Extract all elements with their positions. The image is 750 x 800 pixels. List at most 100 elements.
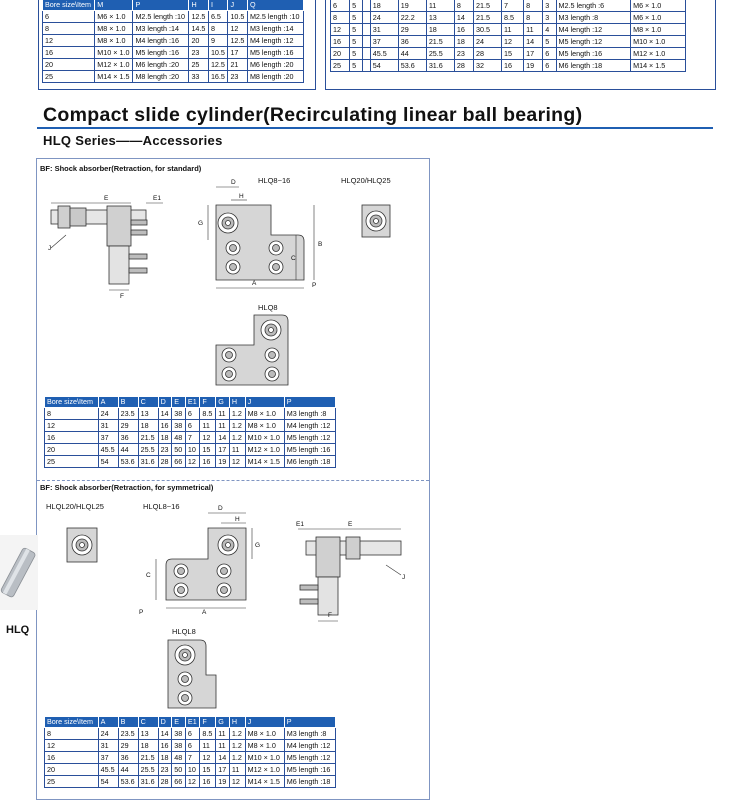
- table-cell: 8: [41, 22, 96, 35]
- table-cell: 21.5: [472, 11, 503, 24]
- table-cell: 16: [453, 23, 474, 36]
- table-cell: 14.5: [188, 22, 209, 35]
- table-cell: M12 × 1.0: [630, 47, 686, 60]
- table-cell: 11: [523, 23, 544, 36]
- table-cell: 25: [44, 775, 99, 788]
- table-cell: 44: [117, 763, 139, 776]
- hlql20-25-label: HLQL20/HLQL25: [46, 502, 104, 511]
- table-cell: 18: [157, 431, 173, 444]
- hlq8-label: HLQ8: [258, 303, 278, 312]
- table-cell: 16: [41, 46, 96, 59]
- table-cell: 18: [453, 35, 474, 48]
- table-cell: 29: [117, 419, 139, 432]
- table-cell: M10 × 1.0: [244, 751, 285, 764]
- table-header-cell: C: [137, 716, 159, 728]
- table-cell: M4 length :12: [555, 23, 632, 36]
- table-cell: 25.5: [137, 763, 159, 776]
- table-cell: 8: [329, 11, 351, 24]
- table-cell: 23: [157, 443, 173, 456]
- table-cell: 6: [542, 59, 557, 72]
- table-header-cell: A: [97, 396, 119, 408]
- table-cell: 31.6: [425, 59, 455, 72]
- table-cell: M2.5 length :6: [555, 0, 632, 12]
- table-header-cell: H: [228, 396, 246, 408]
- table-cell: 28: [453, 59, 474, 72]
- table-cell: 1.2: [228, 419, 246, 432]
- table-cell: 16: [500, 59, 525, 72]
- table-cell: 21.5: [137, 751, 159, 764]
- table-cell: 6: [329, 0, 351, 12]
- table-cell: M6 length :18: [555, 59, 632, 72]
- table-cell: 11: [215, 739, 230, 752]
- table-cell: 53.6: [117, 775, 139, 788]
- page-title: Compact slide cylinder(Recirculating lin…: [43, 104, 583, 126]
- table-cell: 12: [228, 455, 246, 468]
- table-cell: 28: [157, 775, 173, 788]
- table-cell: 12.5: [188, 10, 209, 23]
- table-cell: 7: [184, 431, 201, 444]
- table-cell: 12: [44, 739, 99, 752]
- table-header-cell: P: [132, 0, 190, 11]
- shock-absorber-side-view: [50, 205, 148, 285]
- table-cell: 16: [199, 455, 217, 468]
- table-cell: 45.5: [97, 443, 119, 456]
- table-cell: [362, 11, 371, 24]
- table-cell: 53.6: [397, 59, 427, 72]
- product-thumbnail: [0, 535, 38, 610]
- table-cell: 37: [97, 751, 119, 764]
- hlq20-25-label: HLQ20/HLQ25: [341, 176, 391, 185]
- section1-drawings: E E1 J F HLQ8~16 D H G C B A P HLQ20/HLQ…: [48, 176, 391, 386]
- table-cell: 24: [97, 407, 119, 420]
- dim2-D-label: D: [218, 505, 223, 512]
- dim-B-label: B: [318, 241, 322, 248]
- table-cell: M4 length :12: [246, 34, 305, 47]
- table-cell: 31: [369, 23, 399, 36]
- dim-E-label: E: [104, 195, 109, 202]
- table-cell: 19: [397, 0, 427, 12]
- table-cell: 7: [500, 0, 525, 12]
- table-cell: 1.2: [228, 431, 246, 444]
- table-cell: 25.5: [425, 47, 455, 60]
- dim2-E1-label: E1: [296, 521, 304, 528]
- table-cell: 12: [199, 431, 217, 444]
- table-header-cell: P: [283, 716, 337, 728]
- table-cell: 12: [184, 775, 201, 788]
- table-cell: M3 length :8: [555, 11, 632, 24]
- table-cell: M5 length :16: [283, 763, 337, 776]
- table-header-cell: D: [157, 396, 173, 408]
- table-cell: M10 × 1.0: [244, 431, 285, 444]
- table-cell: M6 × 1.0: [630, 11, 686, 24]
- table-cell: 8: [44, 407, 99, 420]
- table-cell: 19: [523, 59, 544, 72]
- table-cell: 50: [171, 763, 186, 776]
- dim-H-label: H: [239, 193, 244, 200]
- table-cell: 28: [472, 47, 503, 60]
- table-header-cell: I: [207, 0, 229, 11]
- table-cell: 11: [215, 419, 230, 432]
- table-cell: 3: [542, 0, 557, 12]
- table-cell: 10.5: [227, 10, 248, 23]
- table-cell: 25: [329, 59, 351, 72]
- table-cell: 38: [171, 419, 186, 432]
- table-header-cell: A: [97, 716, 119, 728]
- table-header-cell: M: [94, 0, 134, 11]
- table-cell: 6: [184, 407, 201, 420]
- table-cell: 8: [523, 0, 544, 12]
- table-cell: 25.5: [137, 443, 159, 456]
- table-cell: 15: [199, 443, 217, 456]
- table-header-cell: E1: [184, 716, 201, 728]
- table-cell: 10: [184, 443, 201, 456]
- page-subtitle: HLQ Series——Accessories: [43, 133, 223, 148]
- table-cell: M3 length :14: [132, 22, 190, 35]
- dim-E1-label: E1: [153, 195, 161, 202]
- table-header-cell: H: [188, 0, 209, 11]
- shock-absorber-side-view-2: [299, 536, 402, 616]
- table-cell: M5 length :16: [283, 443, 337, 456]
- table-cell: M3 length :8: [283, 727, 337, 740]
- table-cell: 5: [542, 35, 557, 48]
